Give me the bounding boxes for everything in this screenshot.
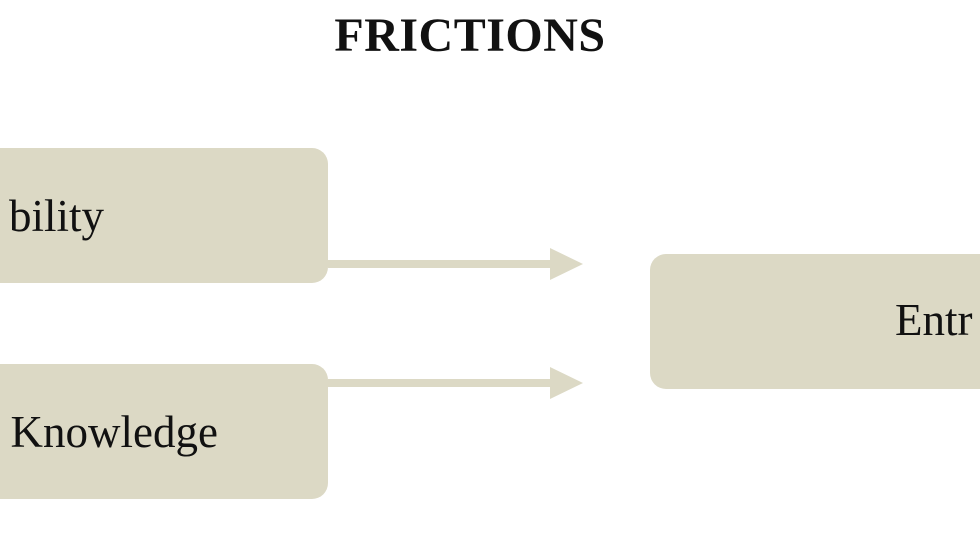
friction-box-top-label: bility xyxy=(8,191,104,241)
target-box-right: Entr xyxy=(650,254,980,389)
target-box-right-label: Entr xyxy=(895,295,973,345)
friction-box-top: bility xyxy=(0,148,328,283)
arrow-top xyxy=(328,248,583,280)
arrow-bottom xyxy=(328,367,583,399)
friction-box-bottom: Knowledge xyxy=(0,364,328,499)
friction-box-bottom-label: Knowledge xyxy=(10,407,218,457)
diagram-title: FRICTIONS xyxy=(334,9,606,62)
